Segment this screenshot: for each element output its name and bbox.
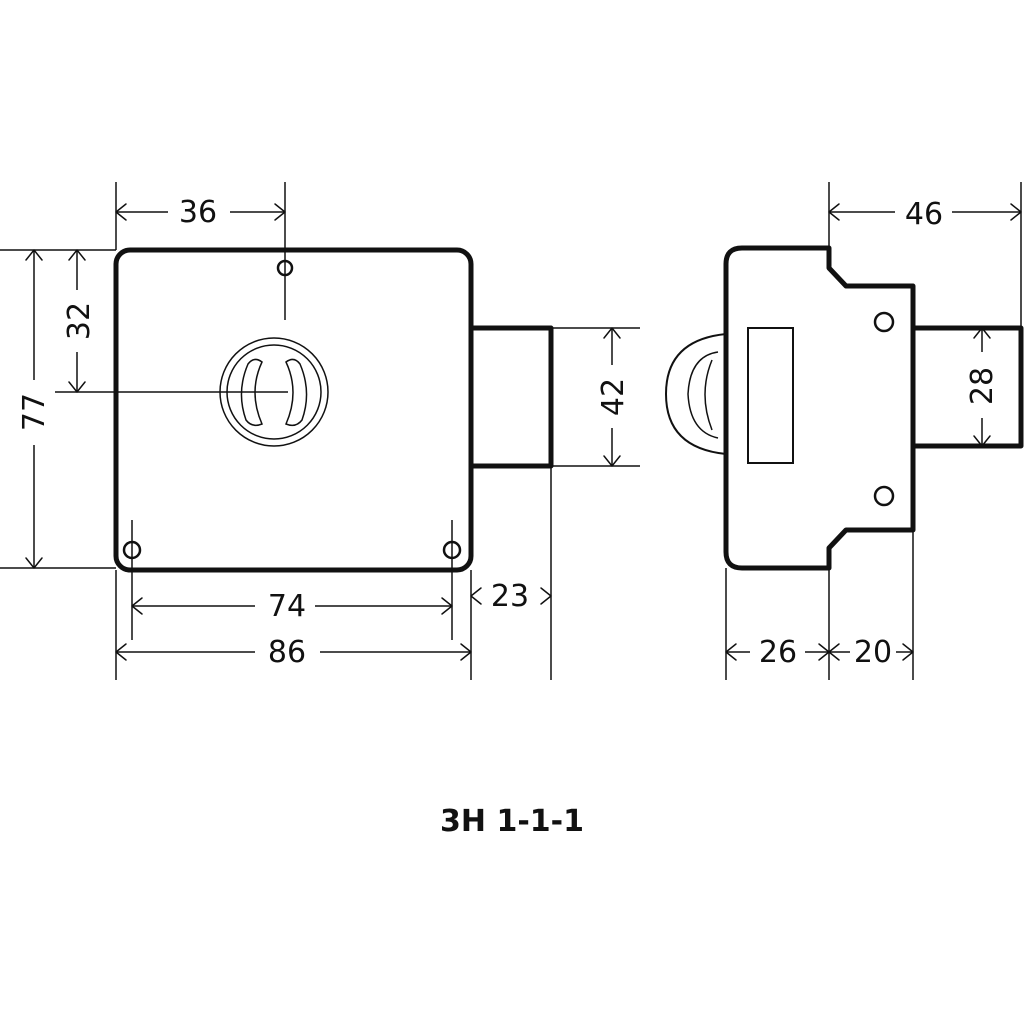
dimension-keyhole-offset-x: 36 [115, 195, 286, 230]
dimension-bolt-length: 23 [470, 579, 552, 614]
dimension-front-width: 86 [115, 635, 472, 670]
dimension-side-depth: 46 [828, 197, 1022, 232]
dimension-side-step: 20 [828, 635, 914, 670]
extension-lines [0, 182, 1022, 680]
cylinder-knob-side [664, 333, 727, 455]
label-42: 42 [596, 378, 631, 416]
label-28: 28 [965, 367, 1000, 405]
front-view [113, 247, 554, 573]
drawing-title: 3H 1-1-1 [440, 804, 584, 839]
lock-body-front [113, 247, 474, 573]
label-46: 46 [905, 197, 943, 232]
label-26: 26 [759, 635, 797, 670]
label-86: 86 [268, 635, 306, 670]
bolt-front [468, 325, 554, 469]
screw-hole-side-bottom [873, 485, 895, 507]
label-36: 36 [179, 195, 217, 230]
dimension-height: 77 [17, 249, 52, 569]
bolt-side [910, 325, 1024, 449]
dimension-bolt-height: 42 [596, 327, 631, 467]
strike-slot [747, 327, 794, 464]
dimension-hole-spacing: 74 [131, 589, 453, 624]
label-77: 77 [17, 393, 52, 431]
dimension-keyhole-offset-y: 32 [62, 249, 97, 393]
cylinder-keyhole [219, 337, 329, 447]
lock-body-side [723, 245, 916, 571]
dimension-side-bolt: 28 [965, 327, 1000, 447]
label-32: 32 [62, 302, 97, 340]
label-23: 23 [491, 579, 529, 614]
side-view [664, 245, 1024, 571]
label-74: 74 [268, 589, 306, 624]
screw-hole-side-top [873, 311, 895, 333]
dimension-side-body: 26 [725, 635, 830, 670]
label-20: 20 [854, 635, 892, 670]
